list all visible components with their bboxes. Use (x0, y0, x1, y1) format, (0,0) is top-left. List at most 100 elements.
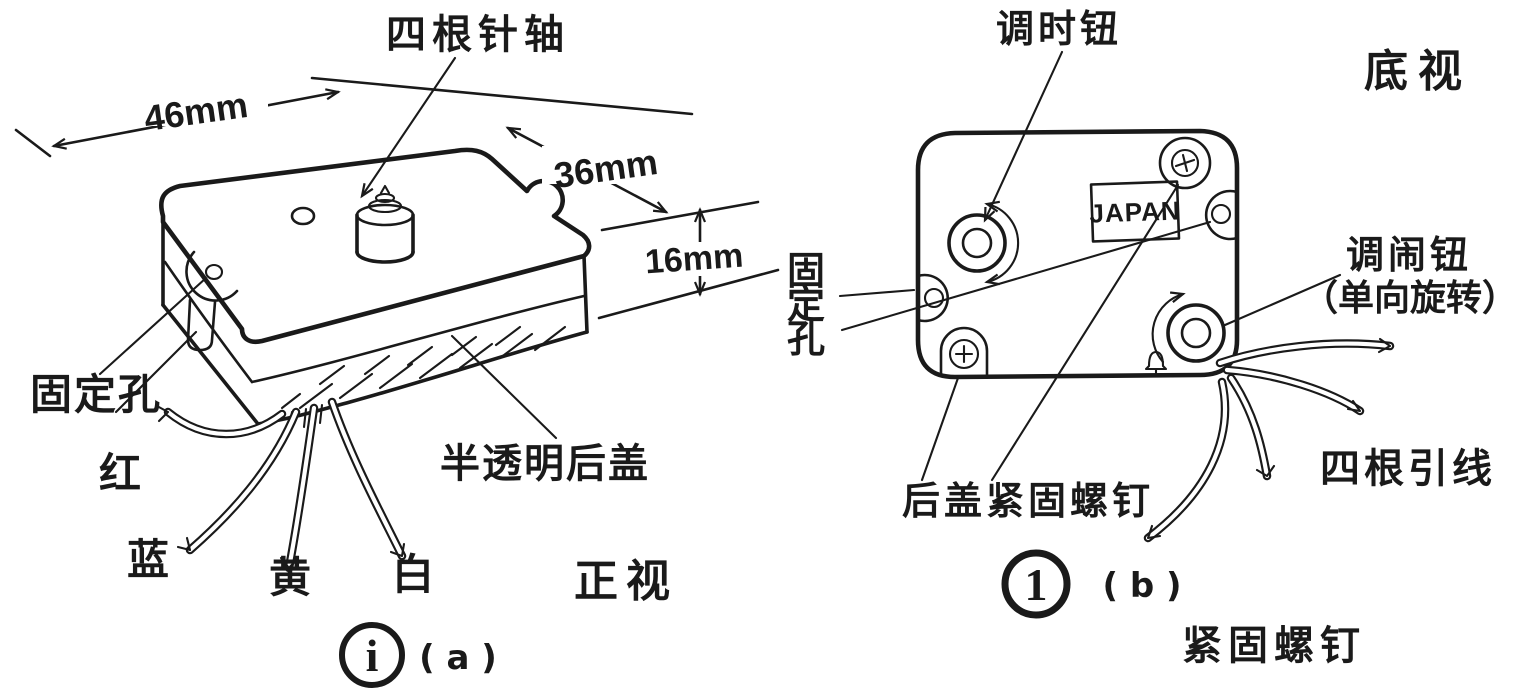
alarm-knob-leader (1223, 273, 1342, 327)
lug-hole (204, 263, 224, 281)
lug-side-notch (186, 298, 217, 352)
figure-caption-a: ( a ) (419, 638, 497, 678)
figure-marker-b-char: 1 (1025, 559, 1048, 610)
screw-bottom-left-mount (939, 326, 989, 378)
shaft-leader-line (362, 56, 457, 196)
fixing-hole-left (916, 273, 950, 323)
fixing-hole-char-1: 固 (787, 249, 825, 293)
alarm-knob-note: （单向旋转） (1302, 278, 1518, 319)
figure-marker-a: i ( a ) (339, 622, 497, 688)
translucent-cover-leader (450, 334, 558, 440)
screw-top-right-cross (1174, 153, 1196, 173)
screw-top-right (1158, 136, 1212, 190)
wire-yellow (279, 403, 319, 573)
wires-front-view: 红 蓝 黄 白 (99, 397, 434, 602)
figure-caption-b: ( b ) (1102, 566, 1181, 606)
fixing-hole-label-vertical: 固 定 孔 (787, 249, 825, 361)
time-knob-label: 调时钮 (996, 7, 1122, 51)
device-outline (915, 128, 1240, 380)
wire-blue-tip (176, 536, 192, 552)
lug-arc (185, 250, 239, 302)
lead-wire-2-tip (1346, 399, 1362, 413)
top-face-hole (290, 206, 316, 226)
wire-red-tip (155, 404, 170, 423)
time-knob-inner (961, 227, 993, 259)
dim-width-text-bg (128, 88, 268, 126)
japan-stamp-box (1089, 180, 1181, 243)
figure-marker-a-char: i (366, 630, 379, 681)
screw-bottom-left (939, 326, 989, 378)
dim-height-text: 16mm (644, 237, 745, 282)
shaft-tip (379, 184, 391, 195)
front-view-title: 正视 (574, 556, 678, 607)
alarm-knob-outer (1166, 303, 1226, 363)
device-top-face (159, 147, 592, 345)
dim-height-text-bg (648, 242, 742, 276)
front-view-diagram: 红 蓝 黄 白 46mm 36mm 16mm 四根针轴 固定孔 (14, 12, 780, 688)
figure-marker-a-circle (339, 622, 405, 688)
screw-bottom-left-cross (954, 344, 974, 364)
cover-seam-front (250, 294, 586, 384)
callouts-bottom-view: 调时钮 底视 固 定 孔 调闹钮 （单向旋转） 后盖紧固螺钉 四根引线 紧固螺钉 (787, 7, 1518, 669)
device-body-bottom-view: JAPAN (915, 128, 1240, 380)
figure-marker-b-circle (1001, 549, 1071, 619)
time-knob-leader (985, 50, 1064, 220)
lead-wire-4-tip (1146, 524, 1162, 540)
fixing-hole-leader-short (838, 288, 916, 298)
dim-height-ext-top (600, 200, 760, 232)
wire-white-tip (389, 542, 406, 558)
alarm-knob-label: 调闹钮 (1346, 233, 1472, 277)
alarm-knob-rotation-arrow (1151, 294, 1183, 364)
wire-white (327, 397, 407, 561)
fixing-hole-char-2: 定 (787, 283, 825, 327)
device-body-front-view (159, 147, 592, 426)
lead-wire-4 (1143, 377, 1230, 543)
cover-screws-label: 后盖紧固螺钉 (902, 479, 1154, 523)
wire-label-yellow: 黄 (269, 553, 311, 602)
alarm-knob-inner (1180, 317, 1212, 349)
translucent-cover-label: 半透明后盖 (440, 441, 650, 487)
shaft-step-1 (367, 198, 403, 214)
cover-hatching (280, 325, 567, 410)
fixing-hole-leader-2 (114, 330, 198, 414)
bell-icon (1144, 350, 1168, 375)
wire-yellow-tip (279, 556, 299, 570)
screw-top-right-inner (1170, 148, 1200, 178)
shaft-boss (355, 184, 415, 264)
fixing-hole-right-arc (1204, 189, 1239, 241)
time-knob (947, 204, 1020, 282)
dimensions-front-view: 46mm 36mm 16mm (14, 76, 780, 320)
japan-stamp-text: JAPAN (1089, 195, 1181, 228)
lead-wire-3 (1226, 373, 1276, 481)
wire-label-blue: 蓝 (127, 535, 169, 584)
lead-wire-1 (1215, 337, 1395, 368)
wires-bottom-view (1143, 337, 1395, 543)
wire-blue (176, 407, 301, 555)
device-bottom-front-edge (256, 330, 589, 426)
callouts-front-view: 四根针轴 固定孔 半透明后盖 正视 (30, 12, 678, 607)
screw-bottom-left-head (948, 338, 980, 370)
wire-label-white: 白 (392, 550, 434, 599)
shaft-step-2 (374, 192, 396, 204)
lead-wire-2 (1222, 365, 1365, 416)
device-right-edge (582, 254, 589, 334)
boss-top-ellipse (355, 203, 415, 227)
lead-wire-1-tip (1377, 337, 1392, 354)
dim-extension-line (310, 76, 694, 116)
bottom-view-diagram: JAPAN (787, 7, 1518, 669)
device-bottom-left-edge (161, 303, 260, 426)
dim-width-tick (14, 128, 52, 158)
fixing-hole-leader-1 (98, 276, 208, 376)
cover-screws-leader-2 (990, 183, 1180, 482)
cover-seam-left (163, 260, 254, 384)
lead-wires-label: 四根引线 (1320, 446, 1496, 492)
shaft-label: 四根针轴 (386, 12, 570, 58)
time-knob-rotation-arrow (987, 204, 1020, 282)
wire-red (155, 404, 287, 439)
fixing-hole-char-3: 孔 (787, 317, 825, 361)
fixing-hole-right (1204, 189, 1239, 241)
japan-stamp: JAPAN (1089, 180, 1181, 243)
wire-label-red: 红 (99, 449, 141, 498)
